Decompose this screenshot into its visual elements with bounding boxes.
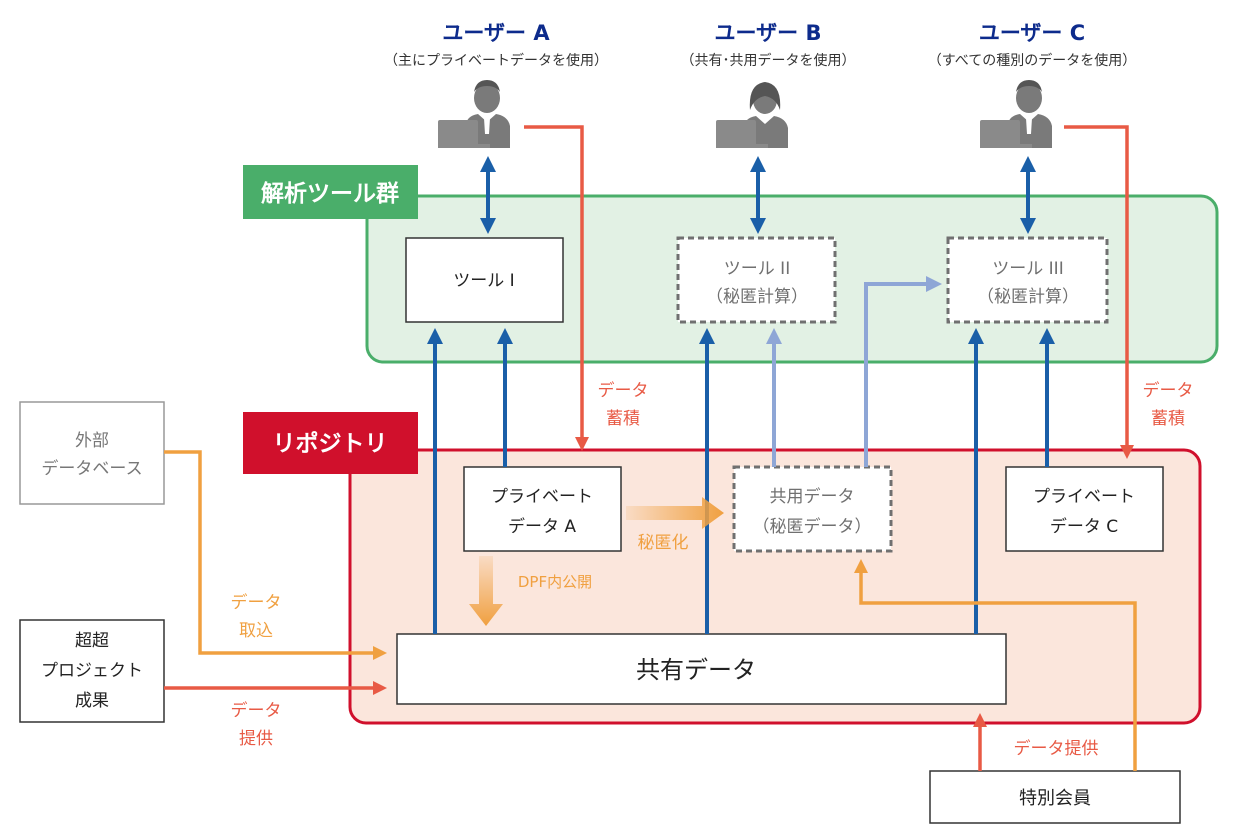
repository-label-bg xyxy=(243,412,418,474)
user-b-name: ユーザー B xyxy=(715,21,822,45)
user-c-name: ユーザー C xyxy=(979,21,1085,45)
tool-1-box xyxy=(405,237,564,323)
anonymize-label: 秘匿化 xyxy=(638,533,689,553)
user-c-desc: （すべての種別のデータを使用） xyxy=(928,52,1136,69)
shared-use-data-line2: （秘匿データ） xyxy=(753,516,872,537)
tool-1-label: ツール I xyxy=(453,271,514,291)
external-db-line2: データベース xyxy=(41,458,142,479)
project-line3: 成果 xyxy=(75,691,109,711)
repository-label: リポジトリ xyxy=(273,430,388,457)
external-db-line1: 外部 xyxy=(75,431,109,451)
project-line2: プロジェクト xyxy=(41,661,143,681)
store-c-line2: 蓄積 xyxy=(1151,409,1185,429)
shared-data-box xyxy=(396,633,1007,705)
tool-3-box xyxy=(946,236,1109,324)
shared-data-label: 共有データ xyxy=(636,656,756,684)
anonymize-arrow xyxy=(626,497,724,529)
import-line1: データ xyxy=(231,592,282,613)
user-a-name: ユーザー A xyxy=(442,21,550,45)
private-data-c-line1: プライベート xyxy=(1033,487,1135,507)
user-b-icon xyxy=(716,82,788,148)
dpf-publish-label: DPF内公開 xyxy=(518,573,592,591)
special-member-box xyxy=(929,770,1181,824)
user-a-desc: （主にプライベートデータを使用） xyxy=(384,52,608,69)
tool-2-box xyxy=(676,236,837,324)
special-provide-label: データ提供 xyxy=(1014,738,1099,759)
tool-3-line1: ツール III xyxy=(992,259,1063,279)
special-member-label: 特別会員 xyxy=(1019,788,1091,809)
private-data-c-line2: データ C xyxy=(1050,516,1118,537)
external-db-box xyxy=(19,401,165,505)
external-import-arrow xyxy=(164,450,387,660)
user-a-store-arrow xyxy=(524,125,589,451)
provide-line2: 提供 xyxy=(239,729,273,749)
tool-3-line2: （秘匿計算） xyxy=(977,287,1079,307)
project-box xyxy=(19,619,165,723)
tools-group-label-bg xyxy=(243,165,418,219)
dpf-publish-arrow xyxy=(469,556,503,626)
shared-use-to-tool3-arrow xyxy=(864,276,942,467)
tools-group-label: 解析ツール群 xyxy=(261,180,399,207)
tool-2-line1: ツール II xyxy=(724,259,790,279)
import-line2: 取込 xyxy=(239,621,273,641)
store-a-line1: データ xyxy=(598,380,649,401)
store-a-line2: 蓄積 xyxy=(606,409,640,429)
user-c-store-arrow xyxy=(1064,125,1134,459)
user-c-icon xyxy=(980,80,1052,148)
project-line1: 超超 xyxy=(75,631,109,651)
user-a-icon xyxy=(438,80,510,148)
private-data-a-line1: プライベート xyxy=(491,487,593,507)
store-c-line1: データ xyxy=(1143,380,1194,401)
private-data-a-line2: データ A xyxy=(508,516,576,537)
private-data-c-box xyxy=(1005,466,1164,552)
user-b-desc: （共有･共用データを使用） xyxy=(681,52,856,69)
special-member-to-shared-use-arrow xyxy=(854,559,1137,771)
tool-2-line2: （秘匿計算） xyxy=(706,287,808,307)
shared-use-data-box xyxy=(732,465,893,553)
private-data-a-box xyxy=(463,466,622,552)
provide-line1: データ xyxy=(231,700,282,721)
shared-use-data-line1: 共用データ xyxy=(770,486,855,507)
